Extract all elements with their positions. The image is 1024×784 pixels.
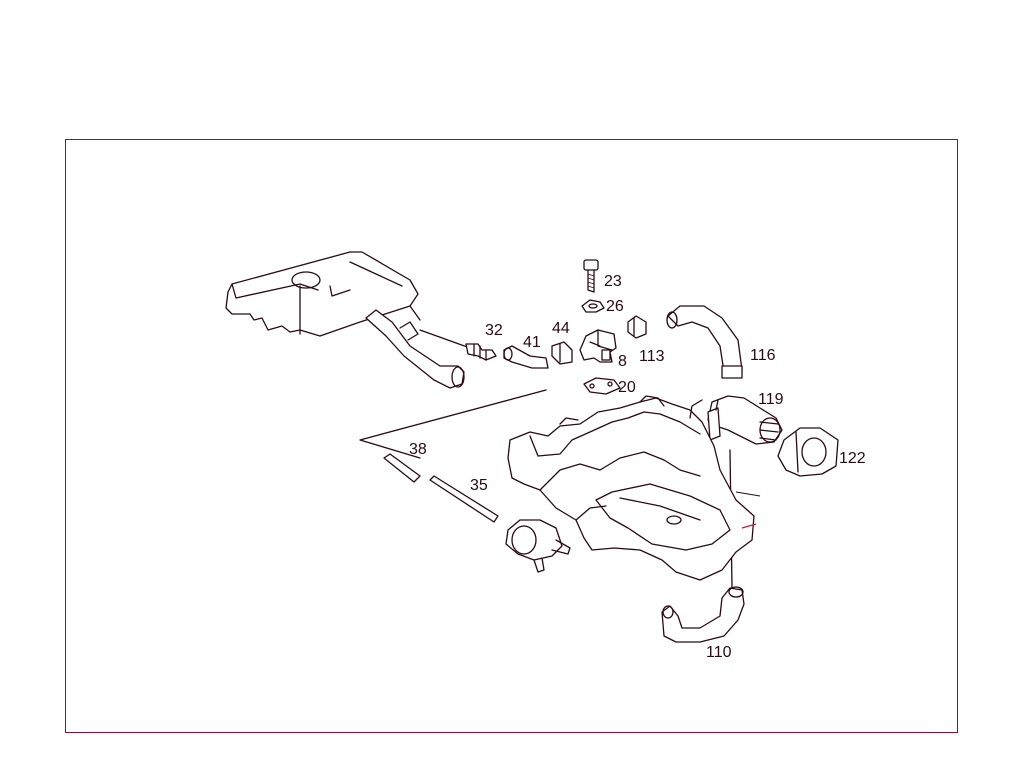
part-26-washer <box>581 299 605 313</box>
callout-116: 116 <box>750 347 776 364</box>
callout-110: 110 <box>706 644 732 661</box>
part-32-check-valve <box>465 343 497 361</box>
callout-8: 8 <box>618 353 627 370</box>
callout-23: 23 <box>604 273 622 290</box>
callout-35: 35 <box>470 477 488 494</box>
callout-38: 38 <box>409 441 427 458</box>
part-38-rod <box>383 453 421 483</box>
intake-manifold <box>507 395 757 581</box>
part-8-valve <box>579 329 617 363</box>
part-44-clamp <box>551 341 573 365</box>
callout-20: 20 <box>618 379 636 396</box>
vacuum-unit <box>505 519 571 573</box>
part-35-rod <box>429 475 499 523</box>
part-41-hose <box>503 345 549 369</box>
callout-122: 122 <box>839 450 866 467</box>
cover-breather-hose <box>365 309 465 389</box>
part-110-hose <box>661 586 745 643</box>
part-116-hose <box>666 305 743 379</box>
callout-44: 44 <box>552 320 570 337</box>
callout-26: 26 <box>606 298 624 315</box>
callout-32: 32 <box>485 322 503 339</box>
part-119-valve <box>707 395 783 445</box>
diagram-frame <box>65 139 958 733</box>
callout-119: 119 <box>758 391 784 408</box>
part-122-housing <box>777 427 839 477</box>
part-23-bolt <box>583 259 599 293</box>
part-113-clamp <box>627 315 647 339</box>
callout-113: 113 <box>639 348 665 365</box>
part-20-gasket <box>583 377 621 395</box>
callout-41: 41 <box>523 334 541 351</box>
